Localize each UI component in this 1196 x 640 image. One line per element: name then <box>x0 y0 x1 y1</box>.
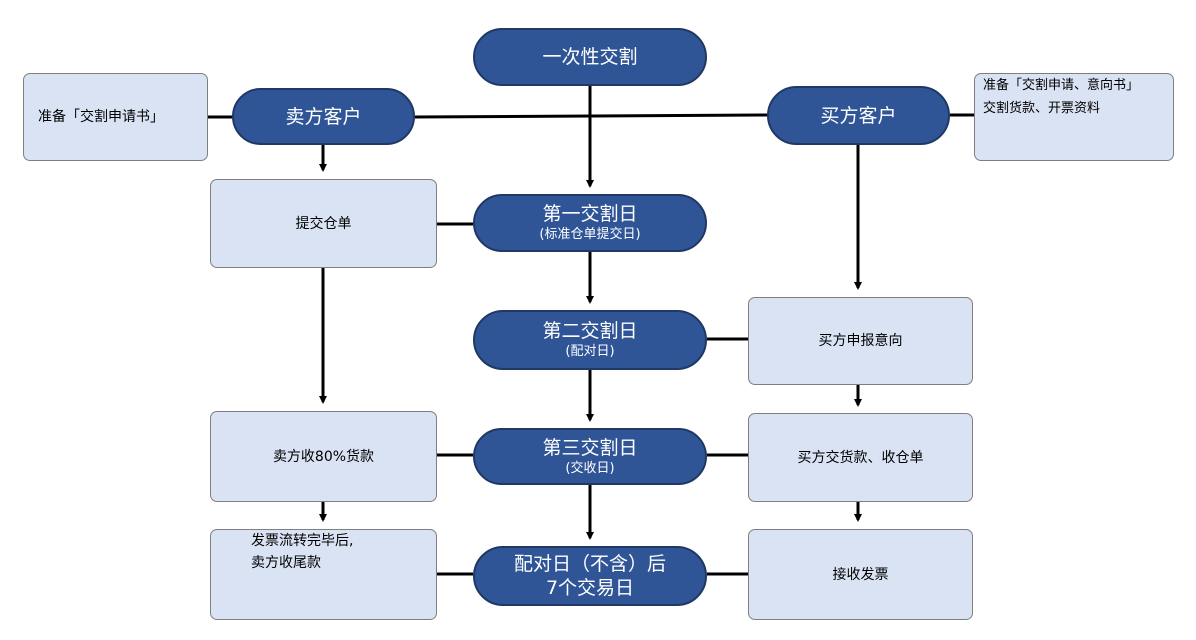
final-node: 配对日（不含）后 7个交易日 <box>473 546 707 606</box>
seller-client-label: 卖方客户 <box>285 105 362 128</box>
buyer-step2-text: 买方交货款、收仓单 <box>797 449 924 466</box>
day3-title: 第三交割日 <box>542 436 638 459</box>
seller-step3-line1: 发票流转完毕后, <box>251 533 354 549</box>
buyer-client-node: 买方客户 <box>767 86 950 145</box>
buyer-declare-intent-box: 买方申报意向 <box>748 297 973 385</box>
seller-step3-line2: 卖方收尾款 <box>251 555 321 571</box>
day1-node: 第一交割日 (标准仓单提交日) <box>473 194 707 252</box>
buyer-prepare-line2: 交割货款、开票资料 <box>983 101 1101 116</box>
seller-prepare-text: 准备「交割申请书」 <box>38 109 164 125</box>
buyer-prepare-line1: 准备「交割申请、意向书」 <box>983 78 1140 93</box>
day3-subtitle: (交收日) <box>565 460 615 476</box>
seller-prepare-box: 准备「交割申请书」 <box>23 73 208 161</box>
seller-final-payment-box: 发票流转完毕后, 卖方收尾款 <box>210 529 437 620</box>
top-node-label: 一次性交割 <box>542 46 638 68</box>
day3-node: 第三交割日 (交收日) <box>473 428 707 485</box>
day1-title: 第一交割日 <box>542 203 638 225</box>
buyer-client-label: 买方客户 <box>820 104 897 127</box>
final-line2: 7个交易日 <box>545 577 635 599</box>
day2-node: 第二交割日 (配对日) <box>473 310 707 370</box>
seller-step1-text: 提交仓单 <box>295 215 352 232</box>
day1-subtitle: (标准仓单提交日) <box>539 227 641 242</box>
final-line1: 配对日（不含）后 <box>513 553 666 575</box>
seller-buyer-line <box>414 113 771 119</box>
seller-step2-text: 卖方收80%货款 <box>272 448 375 465</box>
day2-subtitle: (配对日) <box>565 344 615 359</box>
buyer-step3-text: 接收发票 <box>832 566 889 583</box>
day2-title: 第二交割日 <box>542 320 638 342</box>
buyer-prepare-box: 准备「交割申请、意向书」 交割货款、开票资料 <box>974 73 1174 161</box>
seller-receive-80-box: 卖方收80%货款 <box>210 411 437 502</box>
buyer-pay-receive-box: 买方交货款、收仓单 <box>748 413 973 502</box>
buyer-step1-text: 买方申报意向 <box>818 333 903 349</box>
seller-submit-receipt-box: 提交仓单 <box>210 179 437 268</box>
buyer-receive-invoice-box: 接收发票 <box>748 529 973 620</box>
top-node-one-time-delivery: 一次性交割 <box>473 28 707 86</box>
seller-client-node: 卖方客户 <box>232 88 415 145</box>
